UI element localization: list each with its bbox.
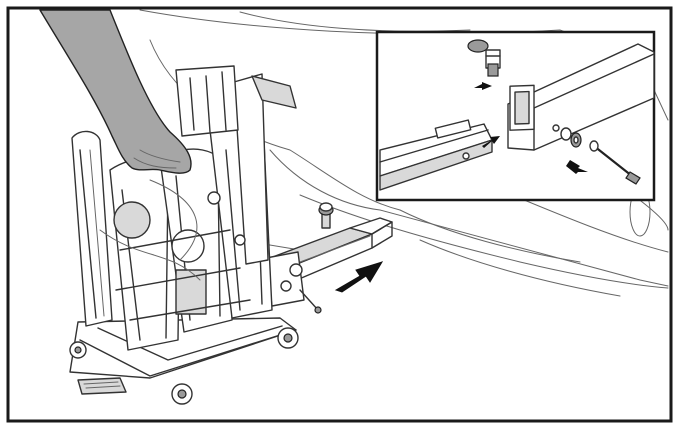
detail-inset-icon	[375, 30, 656, 202]
hitch-pin-icon	[560, 127, 641, 185]
rack-mount-bracket	[265, 251, 322, 314]
caster-wheel	[171, 383, 193, 405]
insertion-arrow-icon	[334, 261, 384, 293]
bike-rack-icon	[69, 65, 299, 405]
caster-wheel	[277, 327, 299, 349]
hand-arm-icon	[39, 9, 192, 174]
anti-rattle-knob-icon	[467, 39, 501, 77]
anti-rattle-knob-icon	[318, 202, 334, 229]
caster-wheel	[69, 341, 87, 359]
